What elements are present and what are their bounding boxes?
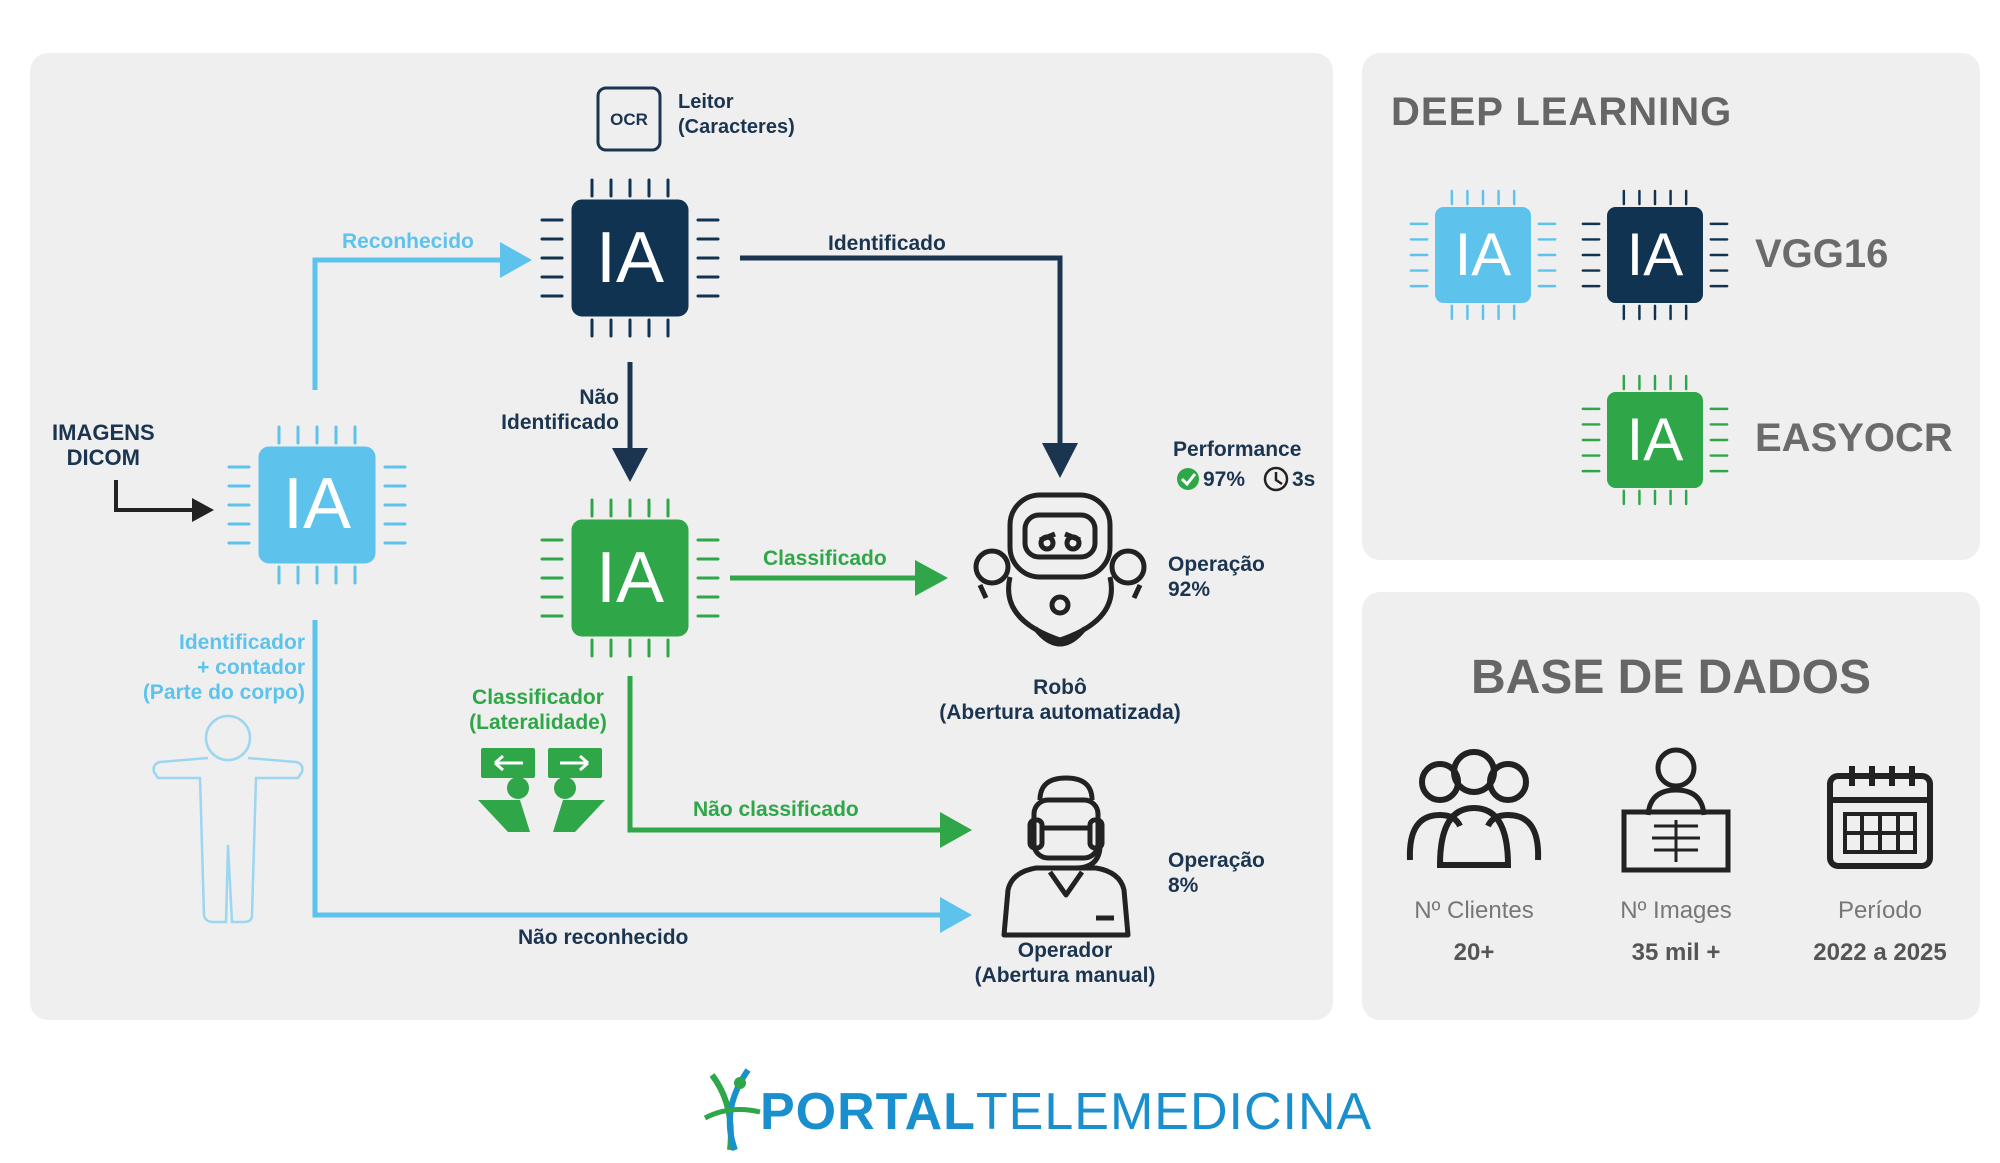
performance-pct: 97% (1203, 468, 1246, 491)
robo-label: Robô(Abertura automatizada) (939, 676, 1181, 724)
stat-periodo-value: 2022 a 2025 (1813, 939, 1947, 966)
stat-clientes-label: Nº Clientes (1414, 897, 1534, 924)
classificado-label: Classificado (763, 547, 887, 570)
users-icon (1406, 749, 1542, 868)
reconhecido-label: Reconhecido (342, 230, 474, 253)
identificador-label: Identificador+ contador(Parte do corpo) (142, 631, 305, 704)
brand-logo: PORTALTELEMEDICINA (760, 1082, 1372, 1142)
nao-reconhecido-connector (312, 620, 945, 918)
nao-reconhecido-arrowhead (940, 897, 972, 933)
reconhecido-arrowhead (500, 242, 532, 278)
chip-input-text: IA (283, 464, 351, 544)
classificado-arrowhead (915, 560, 948, 596)
deep-learning-title: DEEP LEARNING (1391, 90, 1733, 134)
model-vgg16: VGG16 (1755, 232, 1889, 276)
calendar-icon (1827, 766, 1933, 869)
chip-classifier-text: IA (596, 538, 664, 618)
stat-images-label: Nº Images (1620, 897, 1732, 924)
nao-classificado-label: Não classificado (693, 798, 859, 821)
chip-dl-blue-text: IA (1455, 221, 1512, 288)
identificado-label: Identificado (828, 232, 946, 255)
laterality-icon (478, 748, 605, 832)
chip-dl-dark-text: IA (1627, 221, 1684, 288)
database-title: BASE DE DADOS (1470, 651, 1872, 704)
brand-logo-icon (703, 1068, 761, 1152)
performance-label: Performance (1173, 438, 1302, 461)
chip-dl-green-text: IA (1627, 406, 1684, 473)
svg-text:OCR: OCR (610, 110, 648, 129)
input-connector (114, 480, 195, 512)
identificado-connector (740, 255, 1063, 445)
check-icon (1177, 468, 1199, 490)
ocr-label: Leitor(Caracteres) (678, 91, 795, 138)
database-panel (1362, 592, 1980, 1020)
reconhecido-connector (312, 257, 505, 390)
nao-classificado-arrowhead (940, 812, 972, 848)
body-outline-icon (152, 714, 304, 924)
input-arrowhead (192, 498, 214, 522)
ocr-icon: OCR (596, 86, 662, 152)
brand-thin: TELEMEDICINA (975, 1083, 1373, 1141)
model-easyocr: EASYOCR (1755, 416, 1953, 460)
performance-time: 3s (1292, 468, 1316, 491)
nao-identificado-arrowhead (612, 448, 648, 482)
clock-icon (1263, 466, 1289, 492)
stat-images-value: 35 mil + (1631, 939, 1721, 966)
operador-label: Operador(Abertura manual) (974, 939, 1156, 987)
robot-icon (973, 492, 1147, 647)
brand-bold: PORTAL (760, 1083, 976, 1141)
chip-ocr-text: IA (596, 218, 664, 298)
stat-periodo-label: Período (1837, 897, 1923, 924)
nao-reconhecido-label: Não reconhecido (518, 926, 689, 949)
nao-classificado-connector (627, 676, 945, 833)
operator-icon (1001, 775, 1131, 938)
classificador-label: Classificador(Lateralidade) (469, 686, 607, 734)
stat-clientes-value: 20+ (1453, 939, 1495, 966)
identificado-arrowhead (1042, 443, 1078, 478)
xray-icon (1621, 747, 1731, 873)
